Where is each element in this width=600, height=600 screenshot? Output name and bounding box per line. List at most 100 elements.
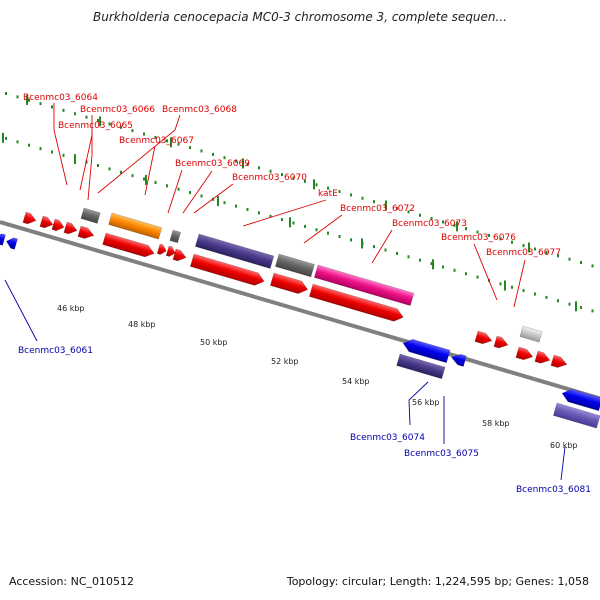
map-title: Burkholderia cenocepacia MC0-3 chromosom…: [93, 10, 507, 24]
upper-tick-dot: [338, 190, 341, 194]
lower-tick-dot: [154, 180, 157, 184]
feature-6060[interactable]: [0, 232, 6, 246]
upper-tick-dot: [62, 108, 65, 112]
feature-6064[interactable]: [22, 211, 38, 226]
lower-tick-dot: [315, 228, 318, 232]
gene-label-top[interactable]: Bcenmc03_6068: [162, 105, 237, 115]
feature-6076[interactable]: [474, 330, 493, 346]
lower-tick-dot: [557, 299, 559, 303]
lower-tick-dot: [430, 262, 433, 266]
leader-6067: [144, 145, 156, 196]
feature-6077b[interactable]: [534, 350, 552, 366]
upper-tick-dot: [131, 129, 134, 133]
feature-6076b[interactable]: [493, 335, 510, 350]
lower-tick-dot: [166, 184, 168, 188]
gene-label-top[interactable]: Bcenmc03_6067: [119, 136, 194, 146]
feature-6065[interactable]: [39, 215, 55, 230]
leader-6072: [303, 214, 343, 244]
upper-tick-dot: [212, 152, 214, 156]
leader-6069b: [182, 170, 213, 214]
feature-6077-gray[interactable]: [519, 325, 543, 343]
upper-tick-dot: [39, 102, 42, 106]
feature-6069c[interactable]: [165, 245, 176, 258]
feature-6069b[interactable]: [156, 243, 167, 256]
feature-katE[interactable]: [189, 253, 266, 288]
feature-6066-gray[interactable]: [80, 207, 101, 224]
upper-tick-dot: [453, 223, 456, 227]
gene-label-top[interactable]: Bcenmc03_6073: [392, 219, 467, 229]
lower-tick-dot: [281, 218, 283, 222]
upper-tick-dot: [534, 247, 536, 251]
lower-tick-dot: [522, 289, 525, 293]
upper-tick-dot: [591, 264, 594, 268]
lower-tick-dot: [453, 268, 456, 272]
upper-tick-dot: [499, 237, 502, 241]
feature-6070[interactable]: [172, 248, 188, 263]
lower-tick-dot: [396, 251, 398, 255]
feature-navy[interactable]: [194, 233, 275, 269]
feature-orange[interactable]: [108, 212, 163, 240]
feature-6081[interactable]: [560, 387, 600, 412]
upper-tick-dot: [373, 200, 375, 204]
gene-label-top[interactable]: Bcenmc03_6076: [441, 233, 516, 243]
feature-6068[interactable]: [77, 225, 95, 241]
upper-tick-dot: [511, 240, 513, 244]
gene-label-bottom[interactable]: Bcenmc03_6074: [350, 433, 425, 443]
feature-gray-mid[interactable]: [274, 253, 315, 278]
lower-tick-dot: [39, 147, 42, 151]
feature-6081-lav[interactable]: [552, 402, 600, 429]
upper-tick-dot: [269, 169, 272, 173]
feature-6069[interactable]: [102, 232, 156, 259]
lower-tick-dot: [419, 258, 421, 262]
gene-label-bottom[interactable]: Bcenmc03_6075: [404, 449, 479, 459]
gene-label-top[interactable]: Bcenmc03_6069: [175, 159, 250, 169]
feature-6067[interactable]: [63, 221, 79, 236]
lower-tick-dot: [246, 207, 249, 211]
backbone-line: [0, 220, 600, 401]
feature-6077[interactable]: [515, 346, 534, 362]
feature-track: [0, 207, 600, 429]
feature-6074[interactable]: [401, 337, 451, 364]
feature-6074b[interactable]: [450, 352, 467, 367]
upper-tick-dot: [258, 166, 260, 170]
lower-tick-dot: [338, 235, 341, 239]
gene-label-top[interactable]: Bcenmc03_6072: [340, 204, 415, 214]
gene-label-top[interactable]: Bcenmc03_6070: [232, 173, 307, 183]
outer-tick-track: [2, 91, 594, 313]
gene-label-top[interactable]: Bcenmc03_6077: [486, 248, 561, 258]
lower-tick-dot: [108, 167, 111, 171]
lower-tick-dot: [499, 282, 502, 286]
feature-6061[interactable]: [5, 236, 18, 250]
upper-tick-dot: [246, 162, 249, 166]
upper-tick-dot: [154, 135, 157, 139]
gene-label-top[interactable]: Bcenmc03_6064: [23, 93, 98, 103]
lower-tick-dot: [591, 309, 594, 313]
gene-label-bottom[interactable]: Bcenmc03_6061: [18, 346, 93, 356]
feature-6072[interactable]: [269, 272, 309, 296]
upper-tick-dot: [545, 250, 548, 254]
leader-6070: [193, 183, 234, 214]
upper-tick-dot: [476, 230, 479, 234]
lower-tick-dot: [5, 136, 7, 140]
feature-6078[interactable]: [550, 354, 568, 370]
gene-label-bottom[interactable]: Bcenmc03_6081: [516, 485, 591, 495]
lower-tick-dot: [235, 204, 237, 208]
gene-label-top[interactable]: katE: [318, 189, 338, 199]
label-leader-lines: [4, 103, 566, 481]
lower-tick-dot: [51, 150, 53, 154]
gene-label-top[interactable]: Bcenmc03_6066: [80, 105, 155, 115]
feature-katE-magenta[interactable]: [313, 264, 415, 307]
feature-6066[interactable]: [51, 218, 66, 233]
feature-6075[interactable]: [396, 353, 446, 380]
lower-tick-dot: [545, 295, 548, 299]
feature-6073[interactable]: [308, 283, 405, 324]
lower-tick-dot: [16, 140, 19, 144]
lower-tick-dot: [384, 248, 387, 252]
lower-tick-dot: [534, 292, 536, 296]
gene-label-top[interactable]: Bcenmc03_6065: [58, 121, 133, 131]
scale-label: 58 kbp: [482, 419, 510, 428]
feature-6070-gray[interactable]: [169, 229, 182, 244]
leader-6068: [97, 114, 181, 194]
